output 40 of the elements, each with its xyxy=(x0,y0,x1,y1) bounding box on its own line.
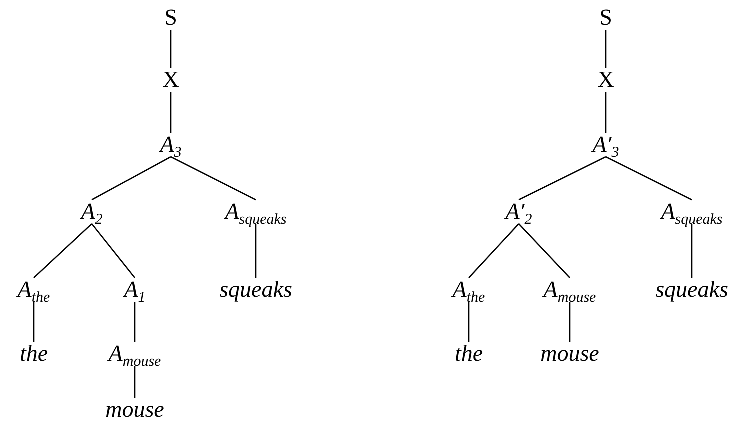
tree-node-label: mouse xyxy=(104,397,166,423)
tree-node-label: the xyxy=(18,341,50,367)
tree-branch xyxy=(134,366,136,398)
tree-branch xyxy=(691,224,693,278)
tree-node-label: A′$_{3}$ xyxy=(592,132,620,158)
tree-node-label: X xyxy=(162,67,180,93)
tree-branch xyxy=(605,30,607,68)
tree-node-label: S xyxy=(164,5,178,31)
tree-branch xyxy=(605,92,607,133)
tree-branch xyxy=(468,302,470,342)
tree-node-label: squeaks xyxy=(654,277,730,303)
tree-node-label: X xyxy=(596,67,616,93)
tree-branch xyxy=(255,224,257,278)
tree-node-label: A$_{squeaks}$ xyxy=(660,199,724,225)
tree-node-label: A$_{the}$ xyxy=(452,277,486,303)
tree-node-label: A$_{3}$ xyxy=(159,132,183,158)
tree-branch xyxy=(518,156,606,201)
tree-node-label: mouse xyxy=(540,341,600,367)
tree-node-label: A$_{the}$ xyxy=(16,277,52,303)
tree-node-label: squeaks xyxy=(218,277,294,303)
tree-branch xyxy=(92,224,136,278)
tree-branch xyxy=(569,302,571,342)
tree-node-label: A$_{1}$ xyxy=(123,277,147,303)
tree-node-label: A$_{2}$ xyxy=(80,199,104,225)
tree-node-label: the xyxy=(454,341,484,367)
tree-branch xyxy=(518,224,570,278)
tree-branch xyxy=(33,302,35,342)
tree-node-label: A$_{mouse}$ xyxy=(108,341,162,367)
tree-branch xyxy=(34,224,92,278)
tree-node-label: A$_{mouse}$ xyxy=(542,277,598,303)
tree-branch xyxy=(134,302,136,342)
tree-branch xyxy=(170,30,172,68)
tree-node-label: A′$_{2}$ xyxy=(504,199,534,225)
tree-node-label: S xyxy=(598,5,614,31)
tree-branch xyxy=(170,92,172,133)
tree-branch xyxy=(468,224,520,278)
tree-branch xyxy=(606,156,692,201)
tree-branch xyxy=(170,156,256,201)
tree-branch xyxy=(92,156,172,201)
tree-node-label: A$_{squeaks}$ xyxy=(224,199,288,225)
